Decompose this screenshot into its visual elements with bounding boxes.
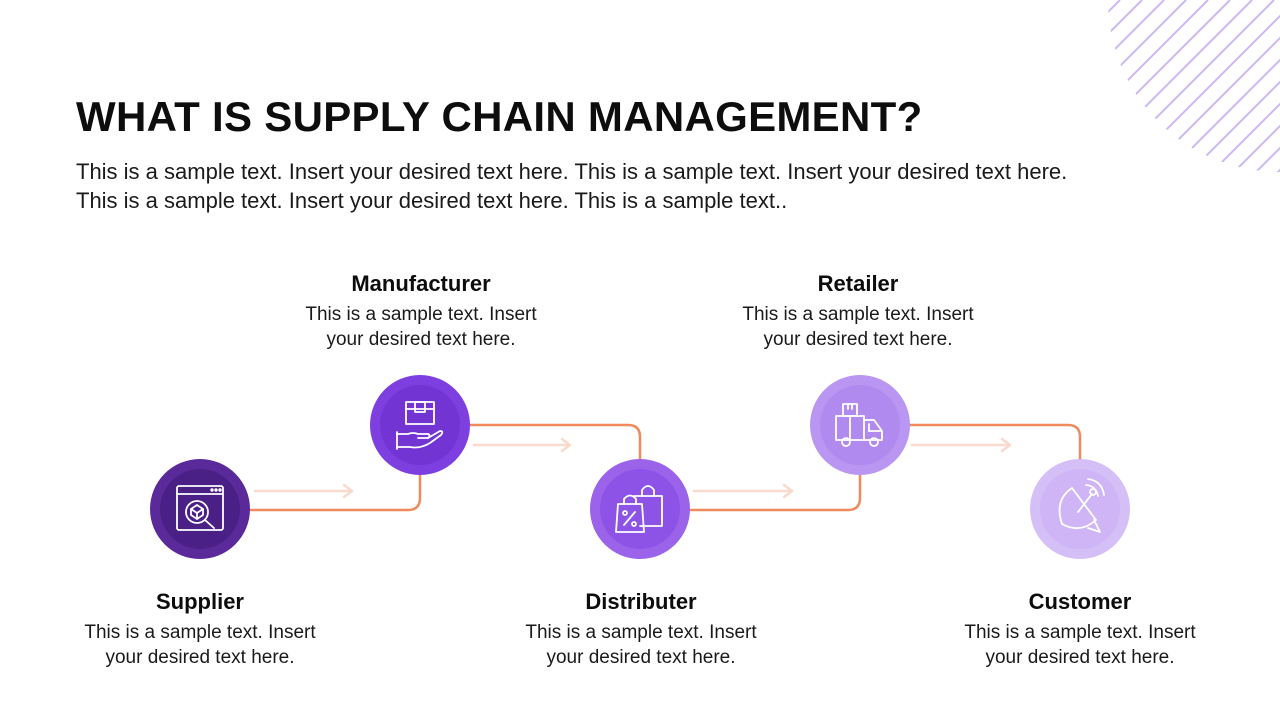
step-manufacturer: Manufacturer This is a sample text. Inse… bbox=[271, 270, 571, 352]
supplier-node bbox=[150, 459, 250, 559]
step-supplier: Supplier This is a sample text. Insert y… bbox=[50, 588, 350, 670]
step-description-line: This is a sample text. Insert bbox=[84, 622, 316, 643]
intro-paragraph: This is a sample text. Insert your desir… bbox=[76, 157, 1196, 215]
search-box-icon bbox=[176, 485, 224, 531]
connector-supplier-manufacturer bbox=[248, 472, 422, 512]
step-title: Manufacturer bbox=[351, 271, 491, 296]
step-description-line: This is a sample text. Insert bbox=[305, 304, 537, 325]
step-distributer: Distributer This is a sample text. Inser… bbox=[491, 588, 791, 670]
intro-line-2: This is a sample text. Insert your desir… bbox=[76, 188, 788, 213]
step-title: Distributer bbox=[585, 589, 697, 614]
step-description-line: This is a sample text. Insert bbox=[964, 622, 1196, 643]
step-retailer: Retailer This is a sample text. Insert y… bbox=[708, 270, 1008, 352]
connector-retailer-customer bbox=[908, 423, 1082, 462]
step-description: This is a sample text. Insert your desir… bbox=[708, 302, 1008, 352]
step-description: This is a sample text. Insert your desir… bbox=[271, 302, 571, 352]
retailer-node bbox=[810, 375, 910, 475]
flow-arrow-2 bbox=[472, 437, 572, 453]
connector-distributer-retailer bbox=[688, 472, 862, 512]
step-description-line: your desired text here. bbox=[546, 647, 736, 668]
shopping-bags-icon bbox=[615, 485, 663, 533]
step-description-line: This is a sample text. Insert bbox=[525, 622, 757, 643]
step-description: This is a sample text. Insert your desir… bbox=[491, 620, 791, 670]
box-in-hand-icon bbox=[396, 401, 444, 450]
flow-arrow-4 bbox=[910, 437, 1012, 453]
step-description: This is a sample text. Insert your desir… bbox=[50, 620, 350, 670]
satellite-dish-icon bbox=[1058, 478, 1105, 533]
step-description-line: your desired text here. bbox=[763, 329, 953, 350]
delivery-truck-icon bbox=[835, 403, 883, 447]
flow-arrow-1 bbox=[253, 483, 354, 499]
step-title: Supplier bbox=[155, 589, 244, 614]
slide-title: WHAT IS SUPPLY CHAIN MANAGEMENT? bbox=[76, 93, 923, 140]
manufacturer-node bbox=[370, 375, 470, 475]
customer-node bbox=[1030, 459, 1130, 559]
intro-line-1: This is a sample text. Insert your desir… bbox=[76, 159, 1068, 184]
step-description-line: your desired text here. bbox=[326, 329, 516, 350]
step-description: This is a sample text. Insert your desir… bbox=[930, 620, 1230, 670]
step-title: Customer bbox=[1028, 589, 1132, 614]
step-title: Retailer bbox=[817, 271, 899, 296]
distributer-node bbox=[590, 459, 690, 559]
step-customer: Customer This is a sample text. Insert y… bbox=[930, 588, 1230, 670]
step-description-line: your desired text here. bbox=[985, 647, 1175, 668]
connector-manufacturer-distributer bbox=[468, 423, 642, 462]
step-description-line: This is a sample text. Insert bbox=[742, 304, 974, 325]
flow-arrow-3 bbox=[692, 483, 794, 499]
step-description-line: your desired text here. bbox=[105, 647, 295, 668]
